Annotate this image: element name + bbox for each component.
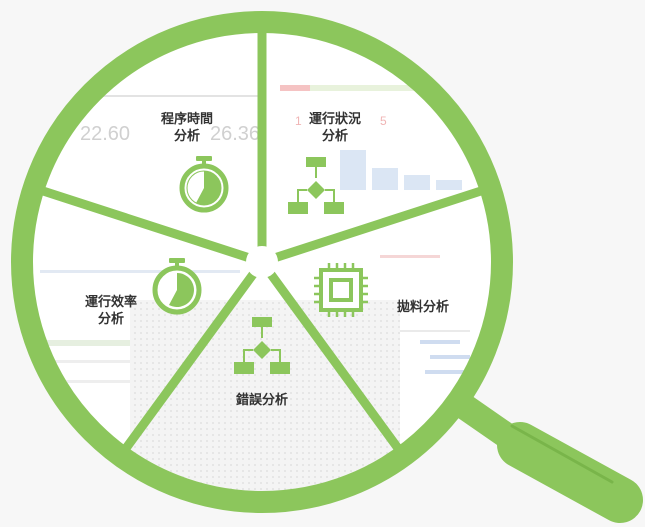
status-value: 1 [295,114,302,128]
chip-icon [314,263,368,317]
stopwatch-icon [179,156,229,213]
label-line: 程序時間 [160,112,213,127]
flowchart-icon [234,317,290,374]
label-line: 運行狀況 [308,112,361,127]
segment-label-material: 拋料分析 [388,299,458,316]
status-value: 5 [380,114,387,128]
label-line: 分析 [321,129,348,144]
magnifier-handle [442,387,643,523]
stopwatch-icon [152,258,202,315]
segment-label-process-time: 程序時間 分析 [152,111,222,145]
segment-dividers [35,23,489,456]
flowchart-icon [288,157,344,214]
segment-label-operation-status: 運行狀況 分析 [300,111,370,145]
segment-label-efficiency: 運行效率 分析 [76,294,146,328]
label-line: 拋料分析 [396,300,449,315]
segment-label-error: 錯誤分析 [226,392,298,409]
label-line: 錯誤分析 [235,393,288,408]
magnifier-lens-ring [11,11,513,513]
lens-hub [246,246,278,278]
label-line: 分析 [173,129,200,144]
readout-value: 22.60 [80,123,130,145]
readout-value: 26.36 [210,123,260,145]
label-line: 分析 [97,312,124,327]
label-line: 運行效率 [84,295,137,310]
